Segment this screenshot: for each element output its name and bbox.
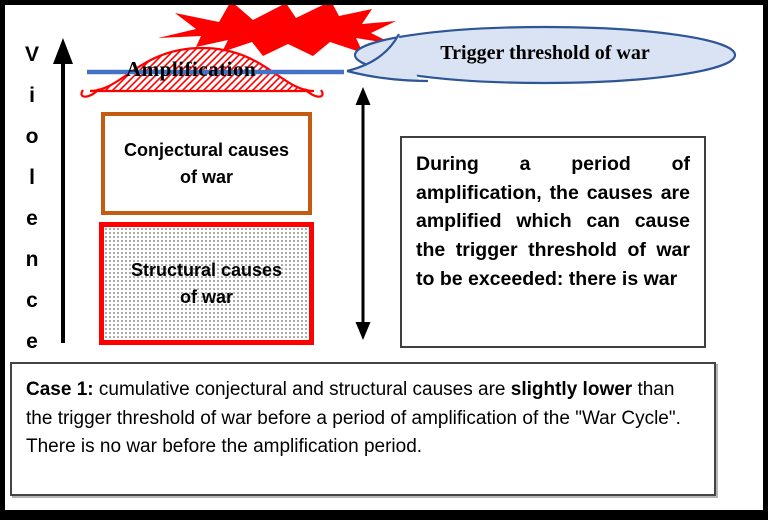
violence-axis-label: V i o l e n c e	[22, 34, 42, 362]
case-emphasis: slightly lower	[510, 379, 633, 400]
amplification-curve-shape	[80, 46, 324, 98]
structural-causes-box: Structural causes of war	[99, 222, 314, 345]
axis-letter: V	[24, 43, 39, 66]
curve-left-curl	[80, 88, 100, 98]
case-label: Case 1:	[26, 379, 94, 400]
axis-letter: i	[29, 84, 35, 107]
axis-letter: e	[26, 330, 38, 353]
case-caption-box: Case 1: cumulative conjectural and struc…	[10, 362, 716, 496]
amplification-label: Amplification	[126, 57, 257, 81]
trigger-threshold-bubble-text: Trigger threshold of war	[440, 42, 650, 64]
structural-causes-line1: Structural causes	[130, 259, 283, 280]
explosion-burst-icon	[158, 1, 396, 56]
violence-axis-arrow	[53, 38, 73, 343]
conjectural-causes-box: Conjectural causes of war	[101, 112, 312, 215]
case-text-part: cumulative conjectural and structural ca…	[93, 379, 511, 400]
curve-right-curl	[304, 88, 324, 98]
speech-bubble	[346, 25, 737, 85]
axis-letter: o	[25, 125, 39, 148]
conjectural-causes-line1: Conjectural causes	[123, 139, 290, 160]
conjectural-causes-line2: of war	[179, 166, 233, 187]
axis-letter: n	[25, 248, 39, 271]
case-text-part: than the trigger threshold of war before…	[26, 379, 681, 457]
axis-letter: c	[26, 289, 38, 312]
axis-letter: l	[29, 166, 35, 189]
structural-causes-line2: of war	[179, 286, 233, 307]
explanation-text-box: During a period of amplification, the ca…	[400, 136, 706, 348]
axis-letter: e	[26, 207, 38, 230]
range-double-arrow	[355, 87, 371, 340]
